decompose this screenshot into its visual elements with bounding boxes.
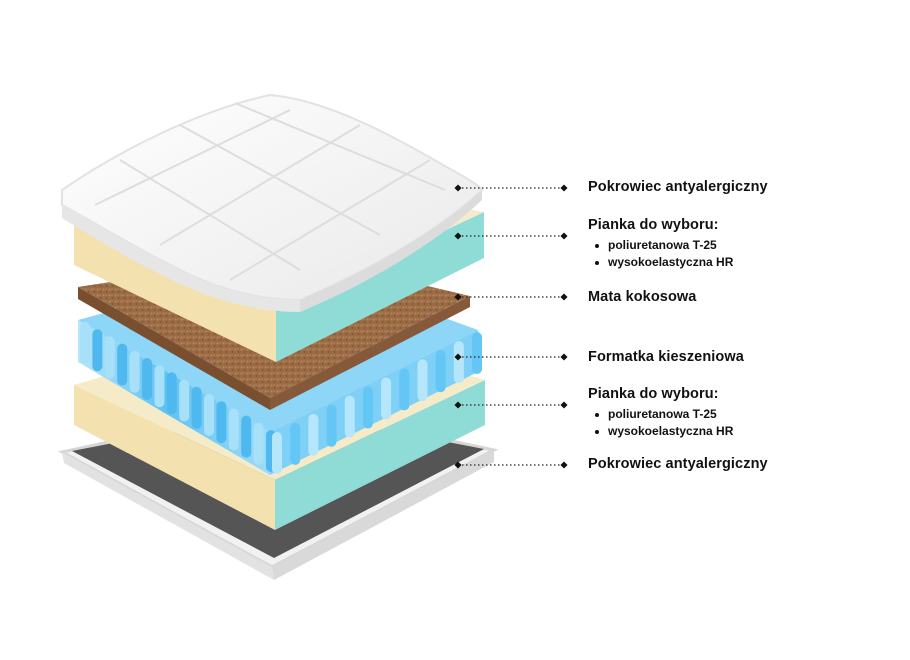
label-title: Pianka do wyboru: <box>588 386 719 402</box>
spring-coil <box>308 413 319 456</box>
spring-coil <box>166 372 177 415</box>
list-item: poliuretanowa T-25 <box>588 406 733 423</box>
spring-coil <box>344 395 355 438</box>
label-title: Pokrowiec antyalergiczny <box>588 179 768 195</box>
leader-marker <box>454 401 462 409</box>
leader-marker <box>454 461 462 469</box>
spring-coil <box>362 386 373 429</box>
spring-coil <box>241 415 252 458</box>
spring-coil <box>92 329 103 372</box>
leader-marker <box>560 401 568 409</box>
spring-coil <box>104 336 115 379</box>
leader-marker <box>560 184 568 192</box>
spring-coil <box>399 368 410 411</box>
label-title: Pokrowiec antyalergiczny <box>588 456 768 472</box>
spring-coil <box>191 386 202 429</box>
spring-coil <box>381 377 392 420</box>
leader-marker <box>454 293 462 301</box>
label-title: Formatka kieszeniowa <box>588 349 744 365</box>
list-item: wysokoelastyczna HR <box>588 423 733 440</box>
label-cover-top: Pokrowiec antyalergiczny <box>588 179 768 195</box>
label-coconut-mat: Mata kokosowa <box>588 289 696 305</box>
label-cover-bottom: Pokrowiec antyalergiczny <box>588 456 768 472</box>
spring-coil <box>129 350 140 393</box>
spring-coil <box>142 358 152 400</box>
label-title: Pianka do wyboru: <box>588 217 719 233</box>
label-foam-top: Pianka do wyboru: poliuretanowa T-25 wys… <box>588 217 733 271</box>
spring-coil <box>80 322 90 364</box>
spring-coil <box>290 422 301 465</box>
leader-marker <box>454 353 462 361</box>
spring-coil <box>417 359 428 402</box>
spring-coil <box>472 332 482 374</box>
label-foam-bottom: Pianka do wyboru: poliuretanowa T-25 wys… <box>588 386 733 440</box>
spring-coil <box>453 341 464 384</box>
list-item: poliuretanowa T-25 <box>588 237 733 254</box>
list-item: wysokoelastyczna HR <box>588 254 733 271</box>
leader-marker <box>560 293 568 301</box>
label-title: Mata kokosowa <box>588 289 697 305</box>
spring-coil <box>228 408 239 451</box>
label-pocket-springs: Formatka kieszeniowa <box>588 349 744 365</box>
cover-top-layer <box>61 93 484 312</box>
spring-coil <box>272 432 282 474</box>
foam-options-list: poliuretanowa T-25 wysokoelastyczna HR <box>588 406 733 440</box>
spring-coil <box>326 404 337 447</box>
leader-marker <box>560 353 568 361</box>
spring-coil <box>204 394 214 436</box>
spring-coil <box>216 401 227 444</box>
spring-coil <box>253 422 264 465</box>
leader-marker <box>560 232 568 240</box>
spring-coils <box>80 322 482 474</box>
spring-coil <box>179 379 190 422</box>
leader-lines <box>454 184 568 469</box>
spring-coil <box>117 343 128 386</box>
foam-options-list: poliuretanowa T-25 wysokoelastyczna HR <box>588 237 733 271</box>
leader-marker <box>560 461 568 469</box>
leader-marker <box>454 232 462 240</box>
spring-coil <box>154 365 165 408</box>
spring-coil <box>435 350 446 393</box>
leader-marker <box>454 184 462 192</box>
